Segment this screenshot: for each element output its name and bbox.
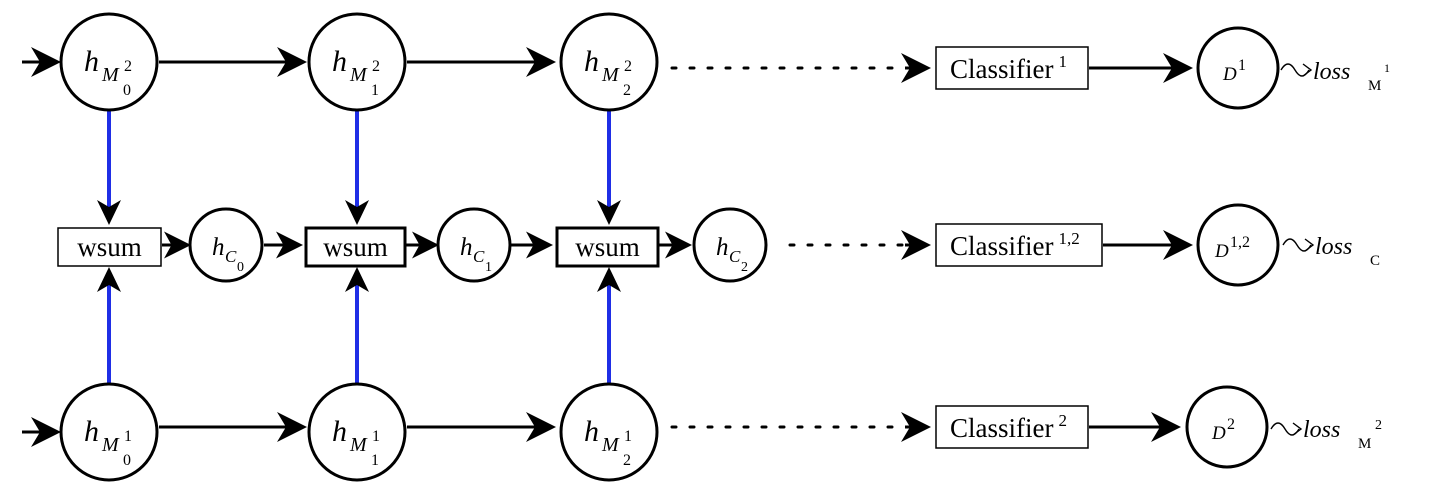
svg-text:0: 0 (123, 82, 131, 99)
svg-text:1,2: 1,2 (1230, 234, 1250, 251)
svg-text:1: 1 (1238, 57, 1246, 74)
svg-text:1: 1 (624, 428, 632, 445)
svg-text:2: 2 (1227, 416, 1235, 433)
top-row-edges (22, 47, 1193, 83)
svg-text:1: 1 (371, 452, 379, 469)
svg-text:1: 1 (485, 260, 492, 275)
svg-text:wsum: wsum (323, 232, 388, 262)
fusion-up-0-head (97, 267, 121, 292)
svg-text:0: 0 (123, 452, 131, 469)
svg-text:M: M (601, 434, 620, 456)
fusion-edges (97, 111, 621, 383)
svg-text:M: M (101, 64, 120, 86)
svg-text:2: 2 (372, 58, 380, 75)
svg-text:0: 0 (237, 260, 244, 275)
svg-text:wsum: wsum (77, 232, 142, 262)
svg-text:C: C (1370, 253, 1380, 269)
fusion-down-0-head (97, 200, 121, 225)
svg-text:2: 2 (623, 82, 631, 99)
top-node-2: h M 2 2 (559, 12, 659, 112)
wsum-box-0: wsum (57, 227, 162, 267)
svg-text:M: M (101, 434, 120, 456)
bottom-node-0: h M 1 0 (59, 382, 159, 482)
svg-text:h: h (584, 45, 599, 78)
svg-text:2: 2 (741, 260, 748, 275)
svg-text:h: h (332, 45, 347, 78)
svg-text:loss: loss (1313, 59, 1350, 85)
bottom-node-2: h M 1 2 (559, 382, 659, 482)
fusion-up-2-head (597, 267, 621, 292)
fusion-down-1-head (345, 200, 369, 225)
middle-node-1: h C 1 (436, 207, 512, 283)
svg-text:M: M (349, 434, 368, 456)
output-node-2: D 2 (1185, 385, 1269, 469)
svg-text:M: M (349, 64, 368, 86)
svg-text:h: h (716, 234, 729, 261)
middle-node-0: h C 0 (188, 207, 264, 283)
wsum-box-2: wsum (555, 226, 660, 268)
fusion-up-1-head (345, 267, 369, 292)
svg-text:h: h (332, 415, 347, 448)
svg-text:D: D (1222, 64, 1237, 85)
top-node-0: h M 2 0 (59, 12, 159, 112)
svg-text:1: 1 (124, 428, 132, 445)
svg-text:2: 2 (624, 58, 632, 75)
output-node-1: D 1 (1196, 26, 1280, 110)
svg-text:loss: loss (1315, 234, 1352, 260)
svg-text:h: h (212, 234, 225, 261)
svg-text:1: 1 (371, 82, 379, 99)
loss-2: loss M 2 (1270, 417, 1382, 452)
svg-text:wsum: wsum (575, 232, 640, 262)
svg-text:D: D (1211, 423, 1226, 444)
svg-text:2: 2 (623, 452, 631, 469)
svg-text:M: M (601, 64, 620, 86)
svg-text:2: 2 (124, 58, 132, 75)
svg-text:C: C (473, 247, 485, 266)
fusion-down-2-head (597, 200, 621, 225)
svg-text:1: 1 (372, 428, 380, 445)
svg-text:2: 2 (1375, 418, 1382, 433)
svg-text:h: h (460, 234, 473, 261)
loss-c: loss C (1282, 234, 1380, 269)
top-node-1: h M 2 1 (307, 12, 407, 112)
middle-node-2: h C 2 (692, 207, 768, 283)
svg-text:h: h (84, 415, 99, 448)
loss-1: loss M 1 (1280, 59, 1390, 94)
svg-text:1: 1 (1384, 61, 1390, 75)
output-node-12: D 1,2 (1196, 203, 1280, 287)
wsum-box-1: wsum (304, 226, 407, 268)
svg-text:h: h (84, 45, 99, 78)
svg-text:M: M (1358, 436, 1371, 452)
bottom-row-edges (22, 412, 1181, 447)
svg-text:D: D (1214, 241, 1229, 262)
svg-text:loss: loss (1303, 417, 1340, 443)
svg-text:h: h (584, 415, 599, 448)
svg-text:M: M (1368, 78, 1381, 94)
svg-text:C: C (729, 247, 741, 266)
svg-text:C: C (225, 247, 237, 266)
bottom-node-1: h M 1 1 (307, 382, 407, 482)
